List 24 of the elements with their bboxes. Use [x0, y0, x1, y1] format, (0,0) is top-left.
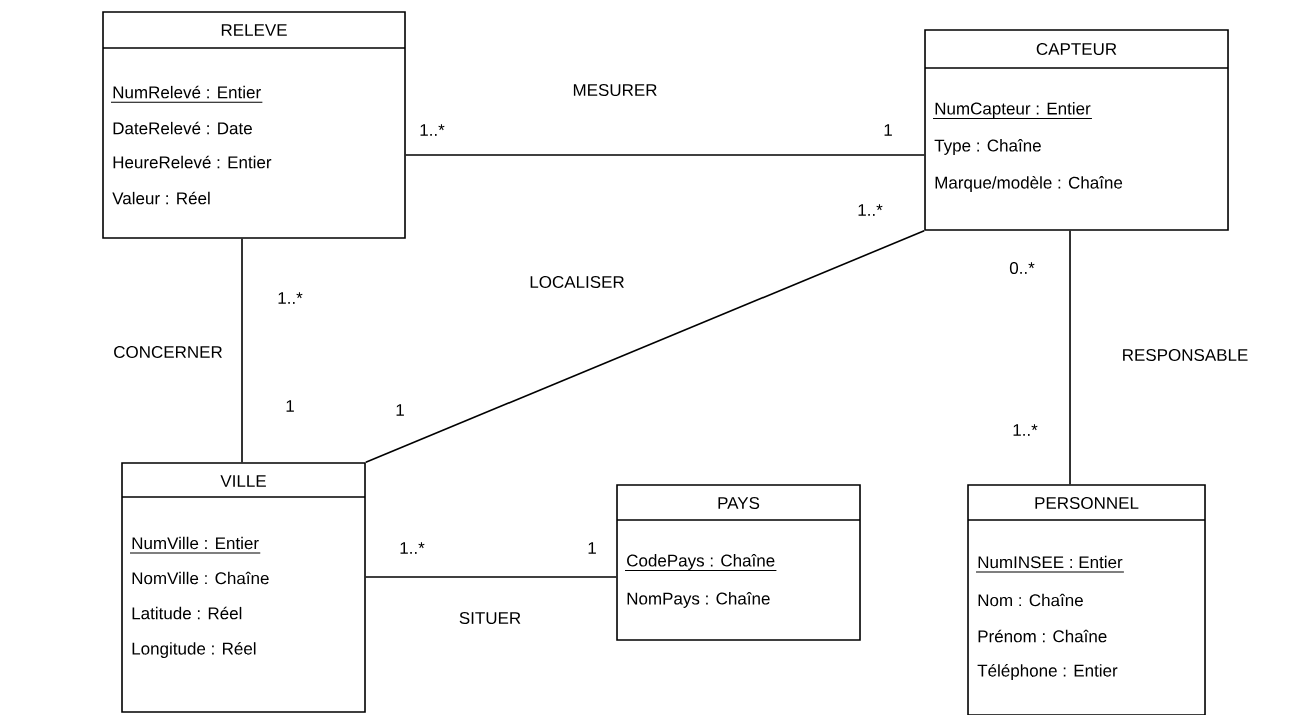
association-line [1069, 230, 1071, 485]
multiplicity: 1..* [400, 542, 425, 554]
class-box: VILLE NumVille : Entier NomVille : Chaîne Latitude : Réel Longitude : Réel [121, 462, 366, 713]
association-line [241, 238, 243, 463]
association-name: RESPONSABLE [1123, 349, 1248, 362]
multiplicity: 1 [396, 404, 404, 416]
multiplicity: 1..* [278, 292, 303, 304]
multiplicity: 1..* [858, 204, 883, 216]
multiplicity: 1 [286, 400, 294, 412]
multiplicity: 0..* [1009, 262, 1035, 275]
association-name: CONCERNER [114, 346, 222, 359]
association-line [405, 154, 925, 156]
association-line [365, 576, 617, 578]
class-box: PAYS CodePays : Chaîne NomPays : Chaîne [616, 484, 861, 641]
class-box: CAPTEUR NumCapteur : Entier Type : Chaîne Marque/modèle : Chaîne [924, 29, 1229, 231]
class-box: PERSONNEL NumINSEE : Entier Nom : Chaîne Prénom : Chaîne Téléphone : Entier [967, 484, 1206, 715]
multiplicity: 1..* [1013, 424, 1038, 436]
association-name: LOCALISER [530, 276, 624, 289]
association-name: SITUER [459, 612, 521, 625]
multiplicity: 1 [884, 124, 892, 136]
association-name: MESURER [573, 84, 657, 97]
class-box: RELEVE NumRelevé : Entier DateRelevé : Date HeureRelevé : Entier Valeur : Réel [102, 11, 406, 239]
association-line [365, 230, 925, 463]
multiplicity: 1 [588, 542, 596, 554]
